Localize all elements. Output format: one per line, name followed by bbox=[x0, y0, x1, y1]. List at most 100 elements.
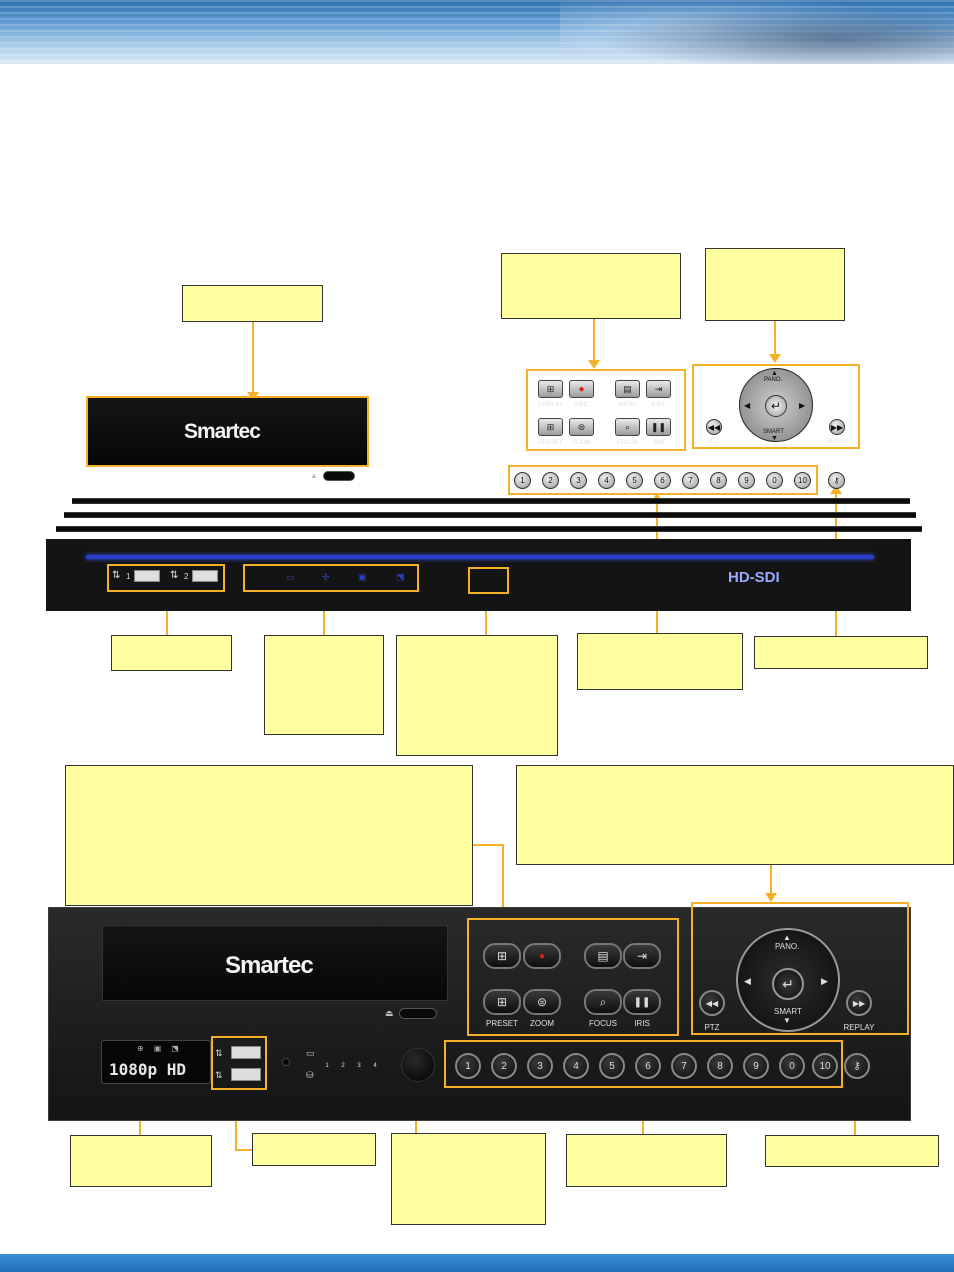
replay-button[interactable]: ▶▶ bbox=[829, 419, 845, 435]
status-leds-highlight bbox=[243, 564, 419, 592]
channel-button-bottom-7[interactable]: 7 bbox=[671, 1053, 697, 1079]
channel-button-4[interactable]: 4 bbox=[598, 472, 615, 489]
lock-button-bottom[interactable]: ⚷ bbox=[844, 1053, 870, 1079]
hdd-led-icon: ▣ bbox=[358, 572, 367, 582]
display-button[interactable]: ⊞ bbox=[538, 380, 563, 398]
channel-button-bottom-4[interactable]: 4 bbox=[563, 1053, 589, 1079]
channel-button-5[interactable]: 5 bbox=[626, 472, 643, 489]
exit-icon: ⇥ bbox=[636, 949, 648, 963]
rec-button[interactable]: ● bbox=[569, 380, 594, 398]
nav-up-label: PANO. bbox=[764, 377, 783, 383]
preset-button-bottom[interactable]: ⊞ bbox=[483, 989, 521, 1015]
nav-down-label-bottom: SMART bbox=[774, 1007, 802, 1016]
channel-button-bottom-10[interactable]: 10 bbox=[812, 1053, 838, 1079]
enter-button-bottom[interactable]: ↵ bbox=[772, 968, 804, 1000]
bottom-ptz-highlight bbox=[691, 902, 909, 1035]
iris-label-bottom: IRIS bbox=[634, 1019, 650, 1028]
channel-button-bottom-6[interactable]: 6 bbox=[635, 1053, 661, 1079]
preset-label: PRESET bbox=[538, 440, 563, 446]
channel-button-3[interactable]: 3 bbox=[570, 472, 587, 489]
enter-button[interactable]: ↵ bbox=[765, 395, 787, 417]
nav-right-icon-bottom[interactable]: ▶ bbox=[821, 976, 828, 986]
preset-button[interactable]: ⊞ bbox=[538, 418, 563, 436]
channel-button-bottom-2[interactable]: 2 bbox=[491, 1053, 517, 1079]
usb-icon-2: ⇅ bbox=[170, 570, 179, 581]
exit-button[interactable]: ⇥ bbox=[646, 380, 671, 398]
rec-icon: ● bbox=[578, 383, 585, 395]
display-icon: ⊞ bbox=[496, 949, 508, 963]
channel-button-bottom-0[interactable]: 0 bbox=[779, 1053, 805, 1079]
channel-button-6[interactable]: 6 bbox=[654, 472, 671, 489]
exit-label: EXIT bbox=[651, 402, 666, 408]
usb-port-bottom-2[interactable] bbox=[231, 1068, 261, 1081]
ir-receiver-highlight bbox=[468, 567, 509, 594]
vfd-display-text: 1080p HD bbox=[109, 1060, 187, 1079]
replay-button-bottom[interactable]: ▶▶ bbox=[846, 990, 872, 1016]
zoom-button[interactable]: ⊜ bbox=[569, 418, 594, 436]
nav-up-icon-bottom[interactable]: ▲ bbox=[783, 933, 791, 942]
focus-button[interactable]: ⌕ bbox=[615, 418, 640, 436]
channel-button-bottom-8[interactable]: 8 bbox=[707, 1053, 733, 1079]
lower-panel bbox=[46, 539, 911, 611]
channel-button-bottom-3[interactable]: 3 bbox=[527, 1053, 553, 1079]
nav-left-icon-bottom[interactable]: ◀ bbox=[744, 976, 751, 986]
nav-left-icon[interactable]: ◀ bbox=[744, 401, 751, 410]
iris-button[interactable]: ❚❚ bbox=[646, 418, 671, 436]
enter-icon-bottom: ↵ bbox=[782, 975, 794, 992]
usb-port-bottom-1[interactable] bbox=[231, 1046, 261, 1059]
iris-icon: ❚❚ bbox=[633, 996, 651, 1008]
vfd-display bbox=[101, 1040, 211, 1084]
callout-channel-buttons bbox=[577, 633, 743, 690]
eject-button[interactable] bbox=[323, 471, 355, 481]
nav-down-icon-bottom[interactable]: ▼ bbox=[783, 1016, 791, 1025]
usb-ports-highlight bbox=[107, 564, 225, 592]
callout-ptz-keys bbox=[705, 248, 845, 321]
exit-button-bottom[interactable]: ⇥ bbox=[623, 943, 661, 969]
channel-button-9[interactable]: 9 bbox=[738, 472, 755, 489]
focus-button-bottom[interactable]: ⌕ bbox=[584, 989, 622, 1015]
vent-slot-2 bbox=[64, 512, 916, 518]
nav-right-icon[interactable]: ▶ bbox=[799, 401, 806, 410]
menu-button[interactable]: ▤ bbox=[615, 380, 640, 398]
channel-button-2[interactable]: 2 bbox=[542, 472, 559, 489]
usb-port-2[interactable] bbox=[192, 570, 218, 582]
dvr-front-panel-top: Smartec ▲ ⊞ ● ▤ ⇥ DISPLAY REC MENU EXIT … bbox=[42, 332, 922, 611]
alarm-led-icon: ⬔ bbox=[396, 572, 405, 582]
channel-button-1[interactable]: 1 bbox=[514, 472, 531, 489]
eject-button-bottom[interactable] bbox=[399, 1008, 437, 1019]
hdd-led-icon-bottom: ⛁ bbox=[306, 1070, 314, 1080]
channel-button-0[interactable]: 0 bbox=[766, 472, 783, 489]
rec-button-bottom[interactable]: ● bbox=[523, 943, 561, 969]
brand-logo: Smartec bbox=[184, 420, 261, 443]
usb-port-1-label: 1 bbox=[126, 572, 131, 581]
reset-pinhole[interactable] bbox=[282, 1058, 290, 1066]
ptz-button-bottom[interactable]: ◀◀ bbox=[699, 990, 725, 1016]
usb-port-1[interactable] bbox=[134, 570, 160, 582]
header-decoration bbox=[560, 0, 954, 64]
channel-button-7[interactable]: 7 bbox=[682, 472, 699, 489]
ptz-button[interactable]: ◀◀ bbox=[706, 419, 722, 435]
channel-button-bottom-1[interactable]: 1 bbox=[455, 1053, 481, 1079]
callout-bottom-lock bbox=[765, 1135, 939, 1167]
rewind-icon: ◀◀ bbox=[705, 998, 719, 1008]
lock-button[interactable]: ⚷ bbox=[828, 472, 845, 489]
nav-down-icon[interactable]: ▼ bbox=[771, 435, 778, 442]
nav-up-icon[interactable]: ▲ bbox=[771, 370, 778, 377]
vfd-status-icons: ⊕▣⬔ bbox=[137, 1044, 189, 1053]
iris-button-bottom[interactable]: ❚❚ bbox=[623, 989, 661, 1015]
menu-button-bottom[interactable]: ▤ bbox=[584, 943, 622, 969]
eject-icon: ▲ bbox=[310, 471, 318, 480]
channel-button-bottom-5[interactable]: 5 bbox=[599, 1053, 625, 1079]
channel-button-8[interactable]: 8 bbox=[710, 472, 727, 489]
channel-buttons-highlight bbox=[508, 465, 818, 495]
eject-icon-bottom: ⏏ bbox=[385, 1008, 394, 1018]
channel-button-bottom-9[interactable]: 9 bbox=[743, 1053, 769, 1079]
monitor-led-icon-bottom: ▭ bbox=[306, 1048, 315, 1058]
channel-button-10[interactable]: 10 bbox=[794, 472, 811, 489]
zoom-button-bottom[interactable]: ⊜ bbox=[523, 989, 561, 1015]
callout-ir-receiver bbox=[396, 635, 558, 756]
display-button-bottom[interactable]: ⊞ bbox=[483, 943, 521, 969]
callout-usb-ports bbox=[111, 635, 232, 671]
nav-up-label-bottom: PANO. bbox=[775, 942, 800, 951]
display-label: DISPLAY bbox=[538, 402, 563, 408]
